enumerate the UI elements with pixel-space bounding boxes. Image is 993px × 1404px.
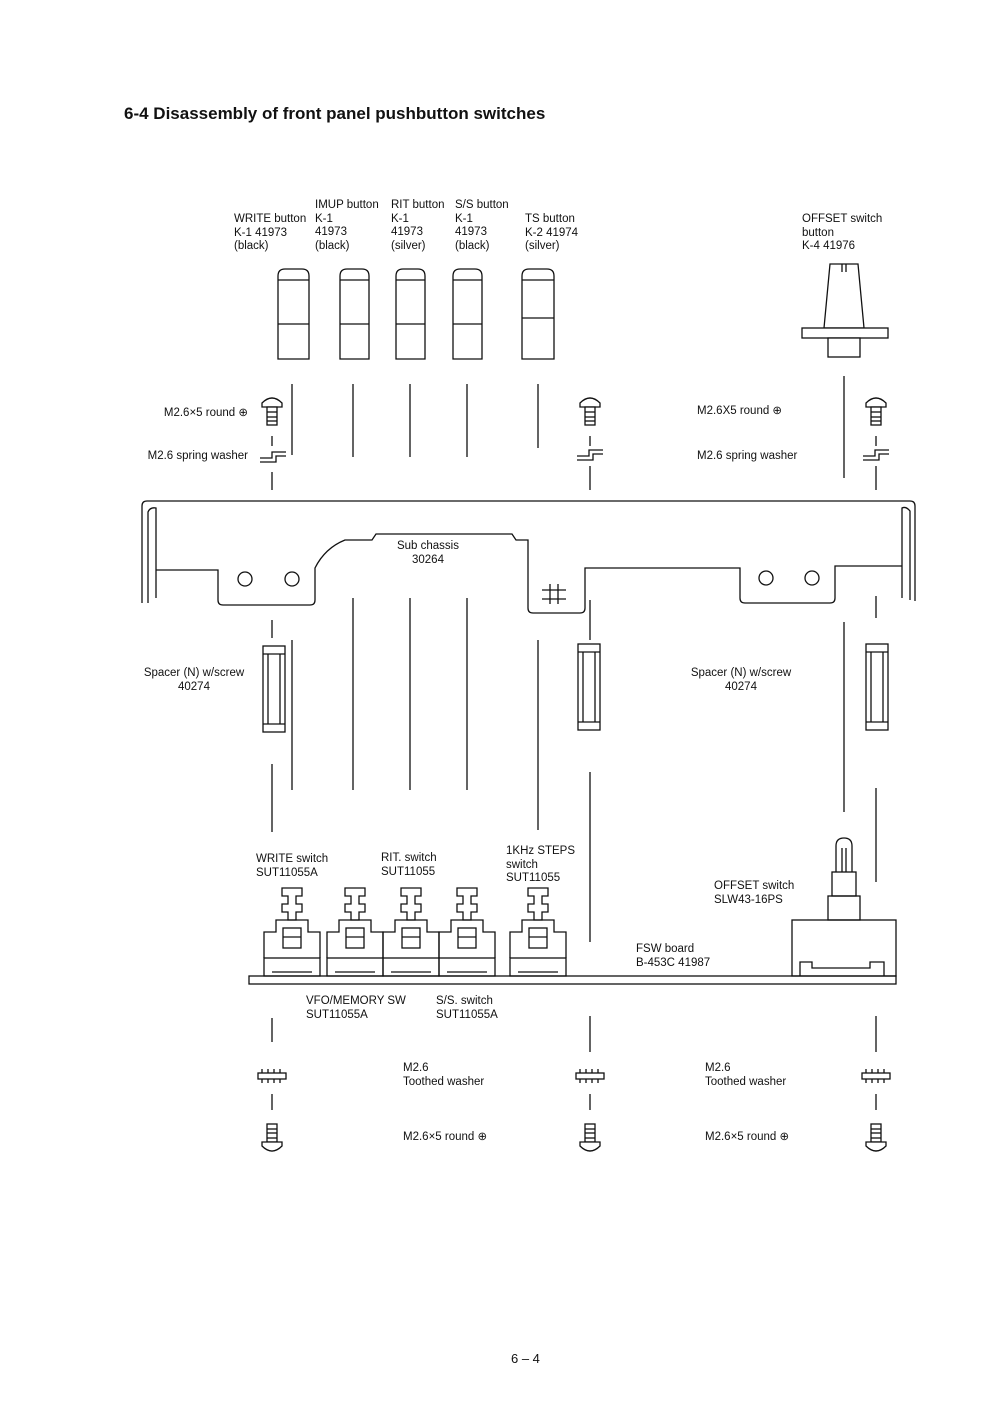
- bottom-screw-left-icon: [261, 1123, 283, 1152]
- sub-chassis-part: [141, 500, 916, 614]
- spring-washer-right-icon: [863, 449, 889, 461]
- bottom-screw-right-label: M2.6×5 round ⊕: [705, 1131, 790, 1143]
- ss-switch-part: [438, 887, 496, 977]
- write-switch-label: WRITE switch SUT11055A: [256, 853, 329, 879]
- guide-lines-lower: [271, 596, 877, 942]
- rit-button-label: RIT button K-1 41973 (silver): [391, 199, 445, 252]
- toothed-washer-left-icon: [257, 1069, 287, 1083]
- offset-switch-part: [791, 837, 897, 977]
- imup-button-label: IMUP button K-1 41973 (black): [315, 199, 379, 252]
- top-washer-right-label: M2.6 spring washer: [697, 450, 798, 462]
- sub-chassis-label: Sub chassis 30264: [396, 540, 459, 566]
- bottom-screw-right-icon: [865, 1123, 887, 1152]
- spacer-left-label: Spacer (N) w/screw 40274: [143, 667, 245, 693]
- spring-washer-left-icon: [260, 451, 286, 463]
- top-screw-mid-icon: [579, 397, 601, 426]
- imup-button-part: [339, 268, 370, 360]
- ts-button-label: TS button K-2 41974 (silver): [525, 213, 579, 252]
- write-switch-part: [263, 887, 321, 977]
- rit-button-part: [395, 268, 426, 360]
- write-button-label: WRITE button K-1 41973 (black): [234, 213, 307, 252]
- offset-button-part: [801, 263, 889, 358]
- ss-switch-label: S/S. switch SUT11055A: [436, 995, 498, 1021]
- top-washer-left-label: M2.6 spring washer: [147, 450, 248, 462]
- fsw-board-part: [248, 975, 897, 985]
- page-title: 6-4 Disassembly of front panel pushbutto…: [124, 104, 546, 123]
- spacer-right-part: [865, 643, 889, 731]
- top-screw-right-label: M2.6X5 round ⊕: [697, 405, 783, 417]
- toothed-washer-mid-icon: [575, 1069, 605, 1083]
- spacer-left-part: [262, 645, 286, 733]
- offset-button-label: OFFSET switch button K-4 41976: [802, 213, 883, 252]
- toothed-washer-right-label: M2.6 Toothed washer: [705, 1062, 787, 1088]
- 1khz-switch-label: 1KHz STEPS switch SUT11055: [506, 845, 576, 884]
- rit-switch-label: RIT. switch SUT11055: [381, 852, 437, 878]
- spacer-right-label: Spacer (N) w/screw 40274: [690, 667, 792, 693]
- guide-lines-upper: [271, 376, 877, 490]
- top-screw-left-label: M2.6×5 round ⊕: [163, 407, 248, 419]
- ss-button-label: S/S button K-1 41973 (black): [455, 199, 509, 252]
- bottom-screw-mid-icon: [579, 1123, 601, 1152]
- ss-button-part: [452, 268, 483, 360]
- 1khz-steps-switch-part: [509, 887, 567, 977]
- bottom-screw-mid-label: M2.6×5 round ⊕: [403, 1131, 488, 1143]
- ts-button-part: [521, 268, 555, 360]
- spring-washer-mid-icon: [577, 449, 603, 461]
- fsw-board-label: FSW board B-453C 41987: [636, 943, 711, 969]
- toothed-washer-right-icon: [861, 1069, 891, 1083]
- rit-switch-part: [382, 887, 440, 977]
- guide-lines-bottom: [271, 1016, 877, 1110]
- offset-switch-label: OFFSET switch SLW43-16PS: [714, 880, 795, 906]
- vfo-memory-switch-label: VFO/MEMORY SW SUT11055A: [306, 995, 406, 1021]
- spacer-mid-part: [577, 643, 601, 731]
- vfo-memory-switch-part: [326, 887, 384, 977]
- top-screw-right-icon: [865, 397, 887, 426]
- page-number: 6 – 4: [511, 1351, 540, 1366]
- toothed-washer-mid-label: M2.6 Toothed washer: [403, 1062, 485, 1088]
- top-screw-left-icon: [261, 397, 283, 426]
- write-button-part: [277, 268, 310, 360]
